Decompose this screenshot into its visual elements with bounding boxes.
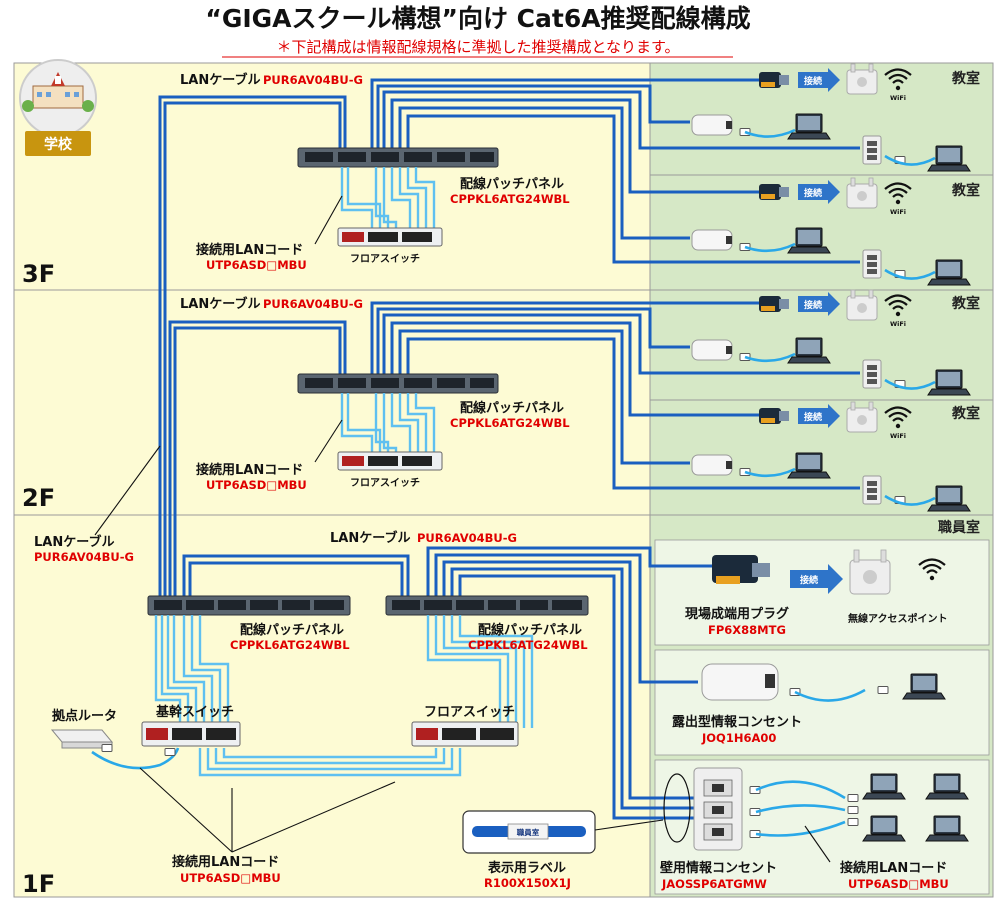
school-label-box [25, 131, 91, 156]
leader-patch-cord-3f [314, 195, 343, 245]
wifi-label-2f-a: WiFi [890, 320, 906, 328]
access-point-label: 無線アクセスポイント [848, 612, 948, 625]
staff-zone-ap [654, 539, 990, 646]
leader-cord-router [139, 767, 233, 853]
leader-cord-floor [231, 781, 396, 853]
surface-outlet-label: 露出型情報コンセント [672, 714, 802, 730]
floor-1f-equipment: LANケーブル PUR6AV04BU-G 配線パッチパネル CPPKL6ATG2… [50, 530, 715, 890]
leader-label-tag [594, 819, 664, 831]
leader-patch-cord-2f [314, 419, 343, 463]
label-tag-sample [507, 823, 549, 840]
field-plug-label: 現場成端用プラグ [685, 606, 789, 622]
field-plug-part: FP6X88MTG [708, 623, 786, 637]
school-label: 学校 [44, 136, 73, 153]
label-tag-label: 表示用ラベル [487, 860, 566, 876]
connect-label-staff: 接続 [800, 574, 818, 586]
staff-room-devices: 接続 現場成端用プラグ FP6X88MTG 無線アクセスポイント 露出型情報コン… [660, 549, 969, 891]
core-switch-label: 基幹スイッチ [155, 704, 234, 720]
floor-2f-equipment: LANケーブル PUR6AV04BU-G 配線パッチパネル CPPKL6ATG2… [180, 296, 860, 492]
floor-switch-label-1f: フロアスイッチ [424, 705, 515, 720]
floor-3f-equipment: LANケーブル PUR6AV04BU-G 配線パッチパネル CPPKL6ATG2… [180, 72, 860, 272]
floor-label-2f: 2F [22, 484, 55, 512]
room-label-3f-b: 教室 [952, 182, 980, 199]
floor-switch-label-3f: フロアスイッチ [350, 253, 420, 265]
page-title: “GIGAスクール構想”向け Cat6A推奨配線構成 [205, 4, 750, 33]
school-building-icon [22, 72, 94, 112]
lan-cable-part-1f: PUR6AV04BU-G [417, 531, 517, 545]
lan-cable-part-2f: PUR6AV04BU-G [263, 297, 363, 311]
connect-label-2f-a: 接続 [804, 299, 822, 311]
field-plug-device [712, 555, 770, 584]
patch-cord-label-3f: 接続用LANコード [196, 242, 303, 258]
patch-panel-label-1f-left: 配線パッチパネル [240, 622, 344, 638]
router-label: 拠点ルータ [52, 708, 117, 724]
wall-outlet-label: 壁用情報コンセント [660, 860, 777, 876]
room-label-2f-a: 教室 [952, 295, 980, 312]
riser-cable-bundle [158, 95, 347, 598]
label-tag-sample-text: 職員室 [517, 827, 540, 837]
patch-cord-part-2f: UTP6ASD□MBU [206, 478, 307, 492]
floor-label-3f: 3F [22, 260, 55, 288]
lan-cable-label-3f: LANケーブル [180, 72, 260, 88]
connect-label-3f-b: 接続 [804, 187, 822, 199]
classroom-devices-2f-a: 接続 WiFi [691, 289, 971, 396]
lan-cable-part-3f: PUR6AV04BU-G [263, 73, 363, 87]
patch-panel-part-1f-left: CPPKL6ATG24WBL [230, 638, 350, 652]
classroom-devices-3f-a: 接続 WiFi [691, 63, 971, 172]
classroom-devices-3f-b: 接続 WiFi [691, 177, 971, 286]
lan-cable-label-1f: LANケーブル [330, 530, 410, 546]
wifi-label-3f-b: WiFi [890, 208, 906, 216]
patch-panel-label-3f: 配線パッチパネル [460, 176, 564, 192]
connect-label-3f-a: 接続 [804, 75, 822, 87]
wall-outlet-part: JAOSSP6ATGMW [661, 877, 767, 891]
floor-label-1f: 1F [22, 870, 55, 898]
device-cord-part: UTP6ASD□MBU [848, 877, 949, 891]
riser-lan-cable-part: PUR6AV04BU-G [34, 550, 134, 564]
connect-label-2f-b: 接続 [804, 411, 822, 423]
patch-cord-label-1f: 接続用LANコード [172, 854, 279, 870]
label-tag-part: R100X150X1J [484, 876, 571, 890]
patch-panel-part-3f: CPPKL6ATG24WBL [450, 192, 570, 206]
patch-panel-part-1f-right: CPPKL6ATG24WBL [468, 638, 588, 652]
patch-cord-label-2f: 接続用LANコード [196, 462, 303, 478]
leader-riser-cable [94, 445, 161, 536]
patch-cord-part-3f: UTP6ASD□MBU [206, 258, 307, 272]
wifi-label-2f-b: WiFi [890, 432, 906, 440]
room-label-2f-b: 教室 [952, 405, 980, 422]
router-device [50, 729, 114, 743]
leader-device-cord [804, 825, 831, 863]
patch-panel-label-1f-right: 配線パッチパネル [478, 622, 582, 638]
page-subtitle: ＊下記構成は情報配線規格に準拠した推奨構成となります。 [276, 38, 679, 56]
room-label-staff: 職員室 [938, 519, 980, 536]
floor-switch-label-2f: フロアスイッチ [350, 477, 420, 489]
wall-outlet-device [693, 767, 743, 851]
riser-lan-cable-label: LANケーブル [34, 534, 114, 550]
wifi-label-3f-a: WiFi [890, 94, 906, 102]
school-badge: 学校 [19, 59, 97, 156]
patch-cord-part-1f: UTP6ASD□MBU [180, 871, 281, 885]
surface-outlet-device [701, 663, 779, 701]
lan-cable-label-2f: LANケーブル [180, 296, 260, 312]
cable-bundle-highlight [663, 773, 691, 843]
classroom-devices-2f-b: 接続 WiFi [691, 401, 971, 512]
room-label-3f-a: 教室 [952, 70, 980, 87]
patch-panel-label-2f: 配線パッチパネル [460, 400, 564, 416]
device-cord-label: 接続用LANコード [840, 860, 947, 876]
surface-outlet-part: JOQ1H6A00 [701, 731, 776, 745]
access-point-device [849, 549, 891, 595]
patch-panel-part-2f: CPPKL6ATG24WBL [450, 416, 570, 430]
